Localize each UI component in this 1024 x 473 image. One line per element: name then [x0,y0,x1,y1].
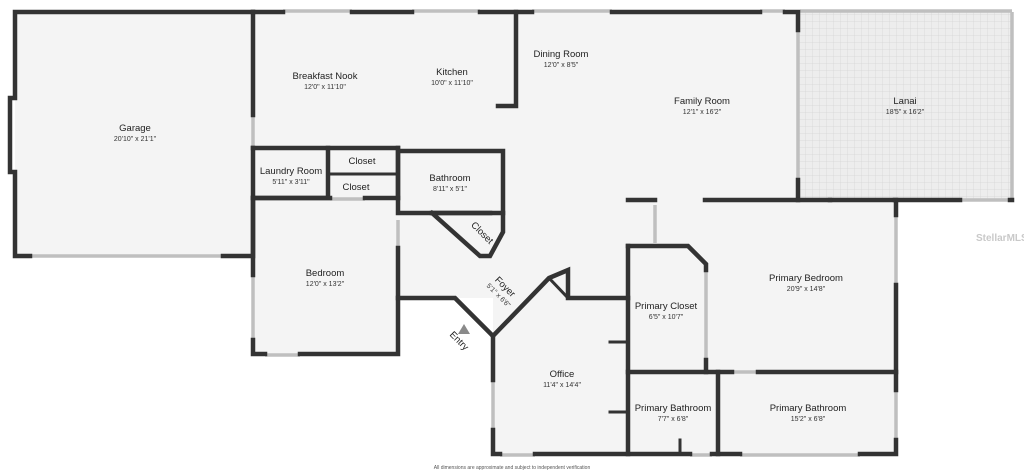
bedroom-dims: 12'0" x 13'2" [306,281,345,288]
primary-bathroom-1-name: Primary Bathroom [635,403,712,414]
office-name: Office [550,369,575,380]
family-room-name: Family Room [674,96,730,107]
disclaimer: All dimensions are approximate and subje… [434,465,591,471]
walls [7,9,1015,457]
garage-dims: 20'10" x 21'1" [114,136,157,143]
office-dims: 11'4" x 14'4" [543,382,581,389]
primary-bedroom-dims: 20'9" x 14'8" [787,286,826,293]
closet-2-name: Closet [343,182,370,193]
laundry-room-dims: 5'11" x 3'11" [272,179,310,186]
floor-fills [15,12,1012,454]
bathroom-dims: 8'11" x 5'1" [433,186,467,193]
kitchen-name: Kitchen [436,67,468,78]
primary-closet-dims: 6'5" x 10'7" [649,314,684,321]
lanai-dims: 18'5" x 16'2" [886,109,925,116]
lanai-name: Lanai [893,96,916,107]
breakfast-nook-name: Breakfast Nook [293,71,358,82]
laundry-room-name: Laundry Room [260,166,322,177]
kitchen-dims: 10'0" x 11'10" [431,80,473,87]
bedroom-name: Bedroom [306,268,345,279]
dining-room-name: Dining Room [534,49,589,60]
bathroom-name: Bathroom [429,173,470,184]
watermark: StellarMLS [976,233,1024,244]
garage-name: Garage [119,123,151,134]
dining-room-dims: 12'0" x 8'5" [544,62,579,69]
lanai-floor [798,12,1012,200]
primary-bathroom-1-dims: 7'7" x 6'8" [658,416,689,423]
entry-arrow-icon [458,324,470,334]
family-room-dims: 12'1" x 16'2" [683,109,722,116]
primary-closet-name: Primary Closet [635,301,698,312]
primary-bathroom-2-name: Primary Bathroom [770,403,847,414]
primary-bedroom-name: Primary Bedroom [769,273,843,284]
breakfast-nook-dims: 12'0" x 11'10" [304,84,346,91]
closet-1-name: Closet [349,156,376,167]
primary-bathroom-2-dims: 15'2" x 6'8" [791,416,826,423]
